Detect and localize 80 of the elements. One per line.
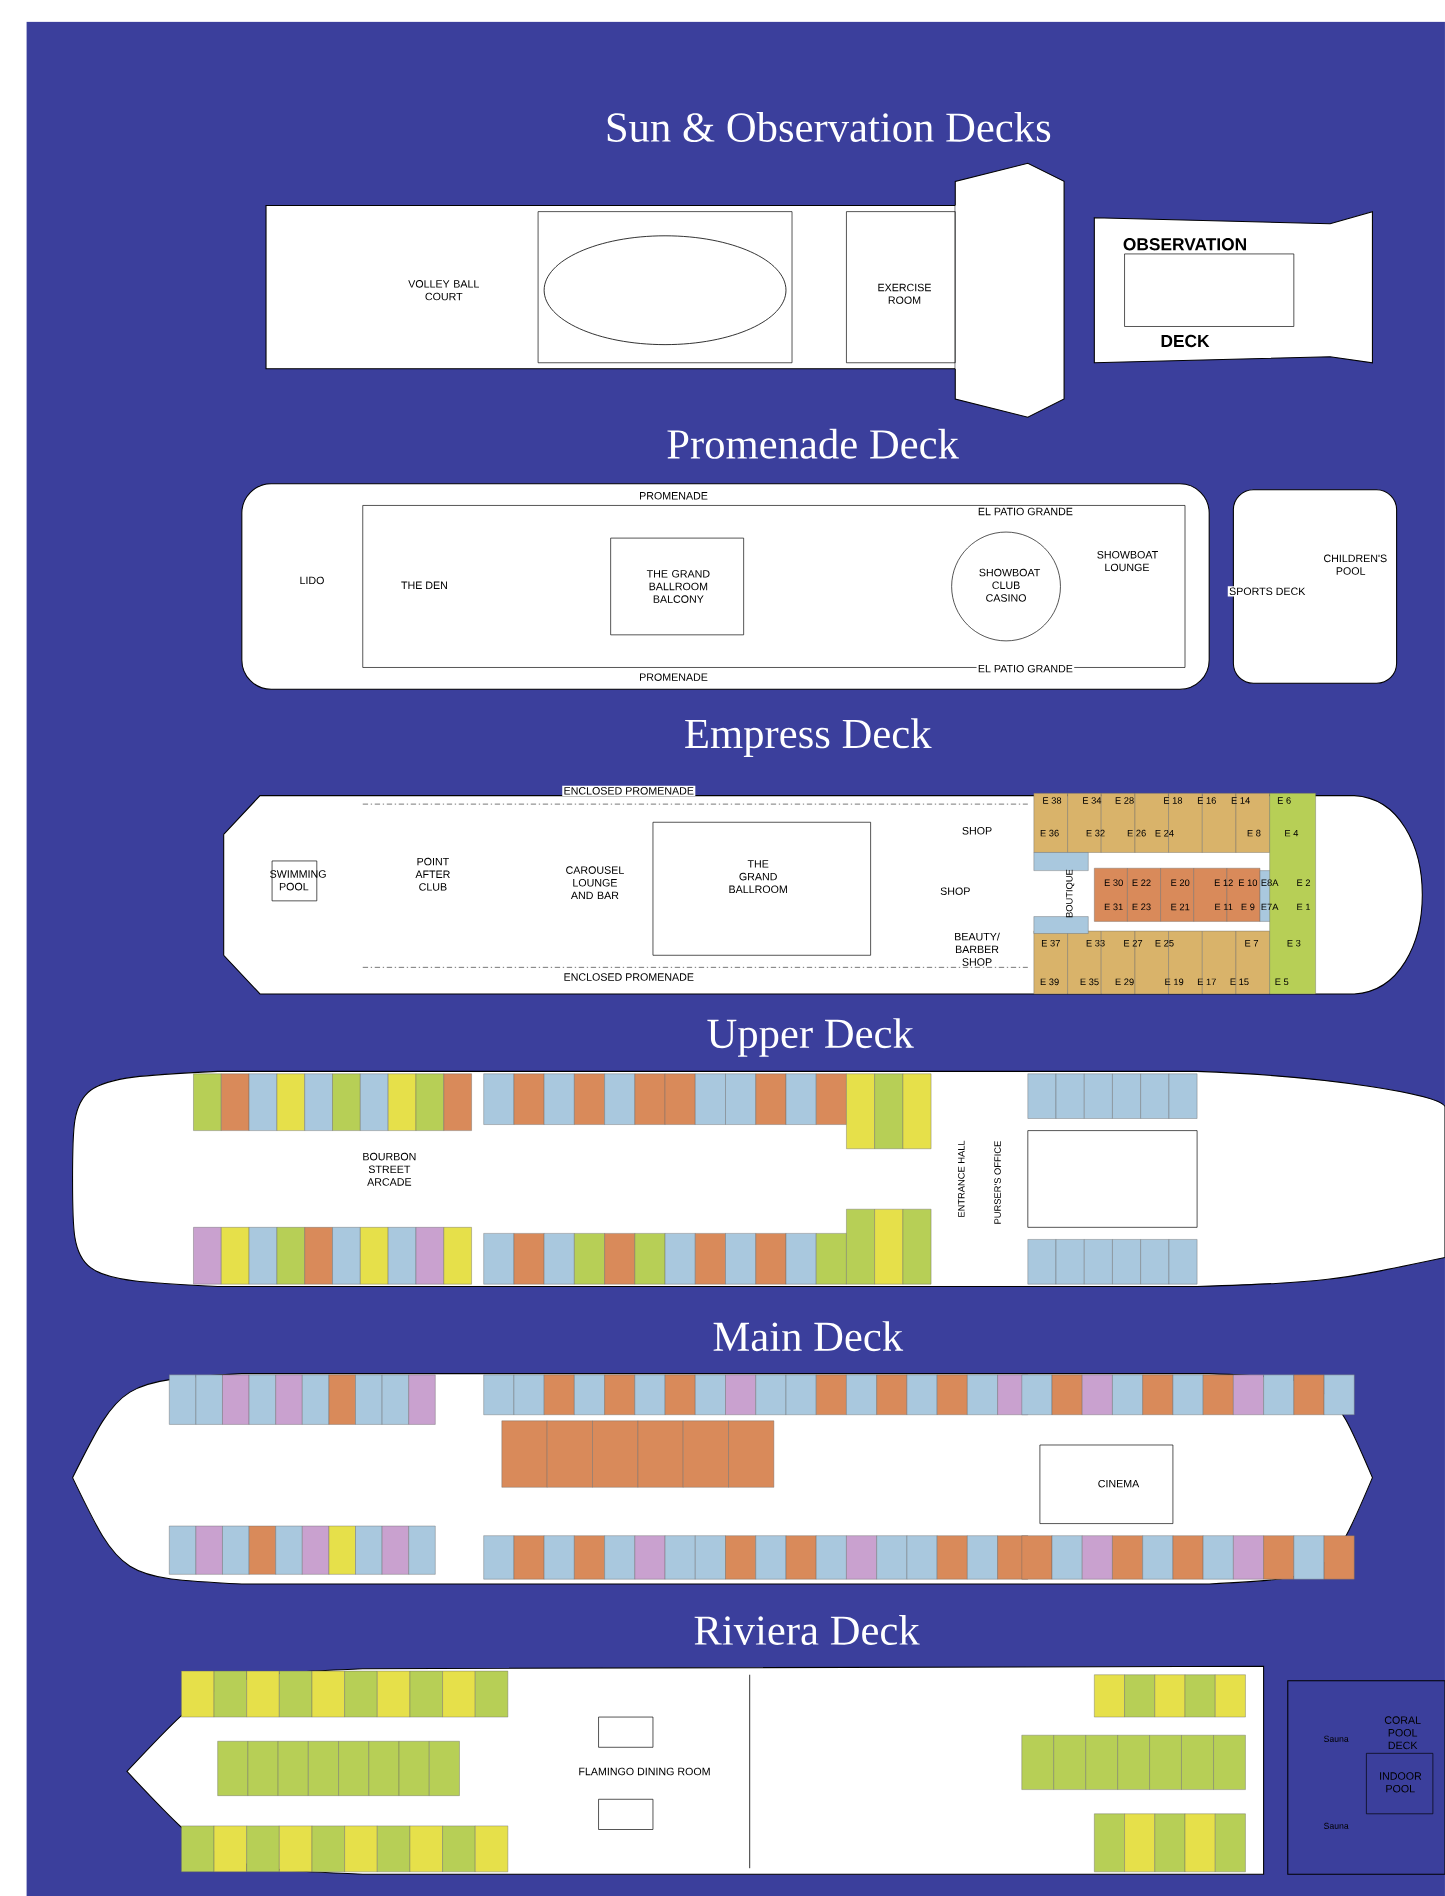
- room-label: Sauna: [1324, 1822, 1349, 1829]
- cabin-number: E 34: [1083, 797, 1102, 804]
- room-label: THE GRAND BALLROOM: [729, 860, 787, 894]
- room-label: THE GRAND BALLROOM BALCONY: [646, 570, 710, 603]
- room-label: BEAUTY/ BARBER SHOP: [955, 932, 1000, 966]
- cabin-number: E 28: [1115, 797, 1134, 804]
- deck-title: Empress Deck: [685, 718, 932, 757]
- cabin-number: E 23: [1132, 903, 1151, 911]
- room-label: CAROUSEL LOUNGE AND BAR: [566, 866, 624, 900]
- cabin-number: E 12: [1214, 879, 1233, 886]
- room-label: ENCLOSED PROMENADE: [562, 971, 696, 983]
- room-label: OBSERVATION: [1123, 238, 1246, 251]
- room-label: Sauna: [1324, 1735, 1349, 1742]
- cabin-number: E 21: [1171, 903, 1190, 911]
- room-label: ENCLOSED PROMENADE: [562, 785, 696, 796]
- cabin-number: E 38: [1043, 797, 1062, 804]
- room-label: BOUTIQUE: [1066, 869, 1075, 918]
- cabin-number: E 19: [1165, 978, 1184, 986]
- room-label: CHILDREN'S POOL: [1324, 554, 1387, 575]
- room-label: PROMENADE: [637, 672, 710, 683]
- cabin-number: E 11: [1215, 903, 1233, 911]
- cabin-number: E 4: [1285, 829, 1299, 837]
- cabin-number: E 33: [1086, 939, 1105, 947]
- cabin-number: E 30: [1104, 879, 1123, 886]
- cabin-number: E 26: [1127, 829, 1146, 837]
- cabin-number: E 29: [1115, 978, 1134, 986]
- room-label: SPORTS DECK: [1227, 586, 1307, 597]
- cabin-number: E 17: [1197, 978, 1216, 986]
- cabin-number: E 10: [1239, 879, 1258, 886]
- cabin-number: E 32: [1086, 829, 1105, 837]
- cabin-number: E 1: [1297, 903, 1311, 911]
- cabin-number: E 2: [1297, 879, 1311, 886]
- cabin-number: E 8: [1247, 829, 1261, 837]
- cabin-number: E 39: [1040, 978, 1059, 986]
- cabin-number: E 31: [1104, 903, 1123, 911]
- cabin-number: E 24: [1155, 829, 1174, 837]
- cabin-number: E 37: [1042, 939, 1060, 947]
- room-label: ENTRANCE HALL: [958, 1140, 965, 1217]
- room-label: CINEMA: [1096, 1478, 1141, 1489]
- room-label: EXERCISE ROOM: [878, 283, 931, 304]
- deck-title: Promenade Deck: [667, 428, 959, 459]
- room-label: SHOP: [938, 886, 972, 897]
- room-label: POINT AFTER CLUB: [415, 857, 450, 891]
- room-label: BOURBON STREET ARCADE: [363, 1152, 416, 1186]
- room-label: EL PATIO GRANDE: [976, 663, 1075, 674]
- room-label: CORAL POOL DECK: [1384, 1716, 1421, 1750]
- cabin-number: E 18: [1164, 797, 1183, 804]
- room-label: PURSER'S OFFICE: [994, 1141, 1001, 1224]
- room-label: SWIMMING POOL: [270, 870, 326, 891]
- cabin-number: E 14: [1231, 797, 1250, 804]
- room-label: VOLLEY BALL COURT: [408, 280, 479, 301]
- room-label: LIDO: [298, 575, 326, 586]
- cabin-number: E 22: [1132, 879, 1151, 886]
- cabin-number: E 20: [1171, 879, 1190, 886]
- room-label: PROMENADE: [637, 490, 710, 501]
- cabin-number: E 25: [1155, 939, 1174, 947]
- deck-title: Riviera Deck: [694, 1615, 920, 1645]
- cabin-number: E 6: [1277, 797, 1291, 804]
- room-label: SHOP: [960, 825, 994, 836]
- room-label: INDOOR POOL: [1380, 1772, 1422, 1793]
- cabin-number: E 36: [1040, 829, 1059, 837]
- cabin-number: E 35: [1080, 978, 1099, 986]
- cabin-number: E8A: [1261, 879, 1279, 886]
- cabin-number: E 16: [1197, 797, 1216, 804]
- room-label: FLAMINGO DINING ROOM: [577, 1766, 712, 1777]
- cabin-number: E 5: [1275, 978, 1289, 986]
- room-label: THE DEN: [399, 580, 450, 591]
- deck-title: Sun & Observation Decks: [607, 112, 1051, 142]
- cabin-number: E 7: [1245, 939, 1259, 947]
- room-label: DECK: [1161, 334, 1210, 348]
- deck-title: Upper Deck: [707, 1018, 914, 1057]
- cabin-number: E 9: [1241, 903, 1255, 911]
- room-label: EL PATIO GRANDE: [976, 506, 1075, 517]
- cabin-number: E 15: [1230, 978, 1249, 986]
- cabin-number: E 27: [1124, 939, 1143, 947]
- room-label: SHOWBOAT LOUNGE: [1097, 550, 1158, 572]
- room-label: SHOWBOAT CLUB CASINO: [979, 568, 1041, 602]
- deck-title: Main Deck: [713, 1321, 904, 1352]
- cabin-number: E 3: [1287, 939, 1301, 947]
- cabin-number: E7A: [1261, 903, 1279, 911]
